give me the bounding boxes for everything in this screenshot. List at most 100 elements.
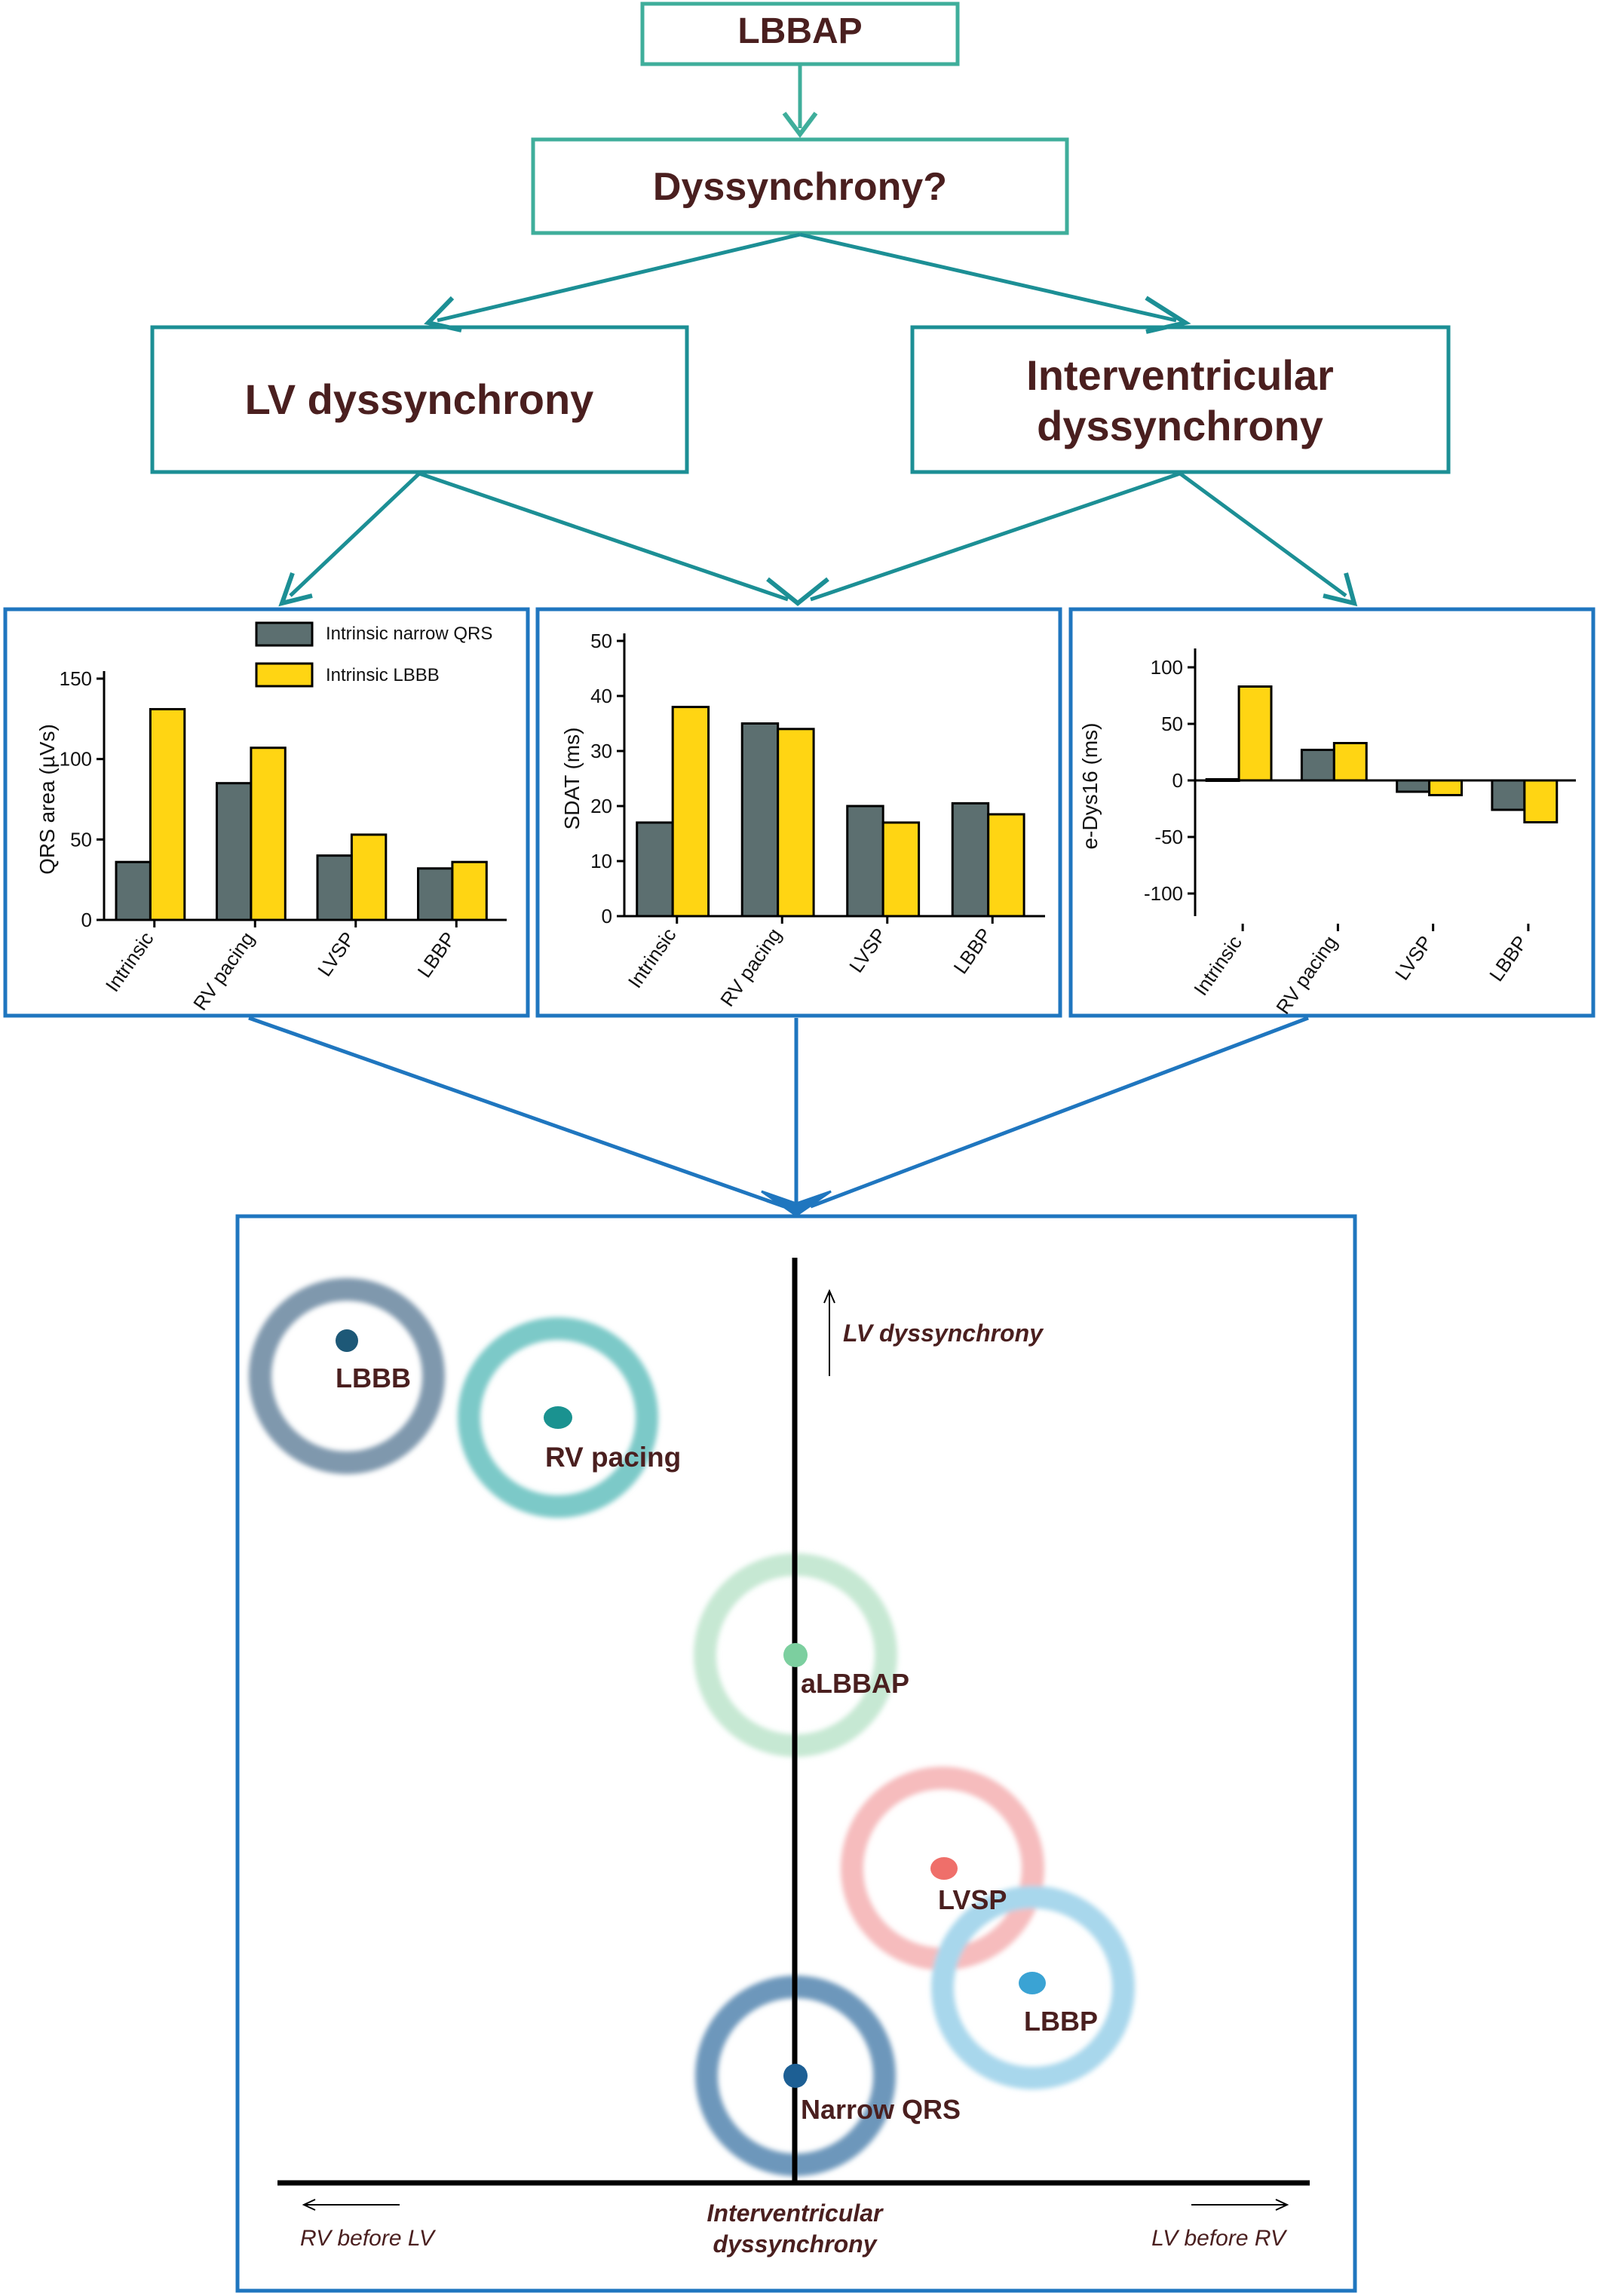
y-tick-label: 0	[602, 905, 612, 927]
arrow-lv-to-chart1	[289, 472, 421, 597]
label-lbbp: LBBP	[1024, 2006, 1098, 2037]
bar-lvsp-s1	[881, 821, 921, 918]
bar-lbbp-s1	[451, 860, 488, 921]
bar-lvsp-s0	[1396, 779, 1431, 793]
map-left-label: RV before LV	[300, 2226, 437, 2251]
box-question-label: Dyssynchrony?	[653, 165, 947, 209]
dot-lbbp	[1019, 1972, 1046, 1994]
bar-intrinsic-s1	[149, 708, 186, 921]
bar-intrinsic-s0	[115, 860, 152, 921]
y-tick-label: 30	[590, 740, 612, 762]
bar-intrinsic-s0	[1205, 778, 1240, 782]
y-tick-label: 20	[590, 795, 612, 817]
legend-label-narrow-qrs: Intrinsic narrow QRS	[326, 624, 492, 644]
box-lv-dyssynchrony: LV dyssynchrony	[150, 325, 689, 474]
left-arrowhead-icon	[302, 2199, 316, 2211]
y-tick-label: 50	[1161, 713, 1183, 735]
y-tick-label: -100	[1144, 882, 1183, 905]
arrowhead-inter	[1145, 296, 1191, 334]
arrow-inter-to-chart3	[1179, 471, 1347, 598]
legend-swatch-narrow-qrs	[255, 621, 314, 647]
y-tick-label: 10	[590, 850, 612, 872]
box-lbbap: LBBAP	[640, 2, 960, 66]
y-tick-label: 50	[590, 630, 612, 652]
y-tick-label: 0	[81, 909, 92, 931]
right-arrowhead-icon	[1275, 2199, 1289, 2211]
arrow-inter-to-chart2	[810, 471, 1181, 602]
y-tick-label: 40	[590, 685, 612, 707]
legend-label-lbbb: Intrinsic LBBB	[326, 665, 440, 685]
y-tick-label: 50	[70, 828, 92, 851]
arrowhead-chart3	[1323, 572, 1358, 607]
bar-lbbp-s0	[951, 802, 990, 918]
label-albbap: aLBBAP	[801, 1668, 909, 1699]
label-lbbb: LBBB	[336, 1363, 411, 1393]
bar-lbbp-s1	[987, 813, 1025, 918]
y-tick-label: 100	[1151, 656, 1183, 679]
box-lbbap-label: LBBAP	[737, 11, 862, 51]
bar-rv-pacing-s0	[740, 722, 780, 918]
arrowhead-chart2	[766, 577, 829, 606]
dot-lbbb	[336, 1329, 358, 1352]
arrowhead-chart1	[278, 572, 313, 607]
chart-panel-edys16	[1068, 607, 1595, 1018]
chart1-legend: Intrinsic narrow QRS Intrinsic LBBB	[255, 621, 492, 688]
box-interventricular-dyssynchrony: Interventricular dyssynchrony	[910, 325, 1451, 474]
bar-lvsp-s0	[316, 854, 353, 921]
y-tick-label: 0	[1172, 769, 1183, 792]
arrow-question-to-inter	[799, 232, 1177, 323]
y-tick-label: 150	[60, 667, 92, 690]
bar-lbbp-s0	[417, 867, 454, 921]
bar-lbbp-s1	[1523, 779, 1559, 823]
arrow-chart1-to-map	[248, 1016, 785, 1209]
arrowhead-question	[782, 112, 818, 138]
map-y-axis-label: LV dyssynchrony	[843, 1320, 1044, 1347]
dot-albbap	[783, 1643, 808, 1667]
box-dyssynchrony-question: Dyssynchrony?	[531, 137, 1069, 235]
bar-intrinsic-s0	[636, 821, 674, 918]
bar-lvsp-s1	[350, 833, 388, 921]
lv-dyssynchrony-arrowhead-icon	[823, 1289, 835, 1304]
label-narrow-qrs: Narrow QRS	[801, 2094, 961, 2125]
dot-lvsp	[930, 1857, 958, 1880]
map-x-axis-label-line1: Interventricular	[707, 2199, 884, 2227]
box-lv-label: LV dyssynchrony	[245, 376, 594, 423]
arrowhead-lv	[424, 296, 462, 333]
bar-intrinsic-s1	[671, 706, 710, 918]
arrow-question-to-lv	[437, 232, 801, 323]
bar-intrinsic-s1	[1237, 685, 1273, 782]
bar-lbbp-s0	[1491, 779, 1526, 811]
bar-rv-pacing-s1	[250, 746, 287, 921]
dyssynchrony-map: LV dyssynchrony LBBB RV pacing aLBBAP LV…	[249, 1258, 1310, 2258]
ring-lbbp	[931, 1886, 1135, 2089]
y-axis-label: QRS area (µVs)	[35, 724, 59, 875]
bar-lvsp-s0	[846, 805, 884, 918]
bar-rv-pacing-s0	[216, 782, 253, 921]
y-axis-label: e-Dys16 (ms)	[1078, 722, 1102, 849]
y-axis-label: SDAT (ms)	[560, 728, 584, 830]
ring-lbbb	[249, 1278, 445, 1474]
y-tick-label: 100	[60, 748, 92, 771]
bar-rv-pacing-s1	[1332, 742, 1368, 782]
box-inter-label-line2: dyssynchrony	[1037, 402, 1323, 449]
flow-arrows-teal	[278, 65, 1358, 607]
map-x-axis-label-line2: dyssynchrony	[713, 2230, 878, 2258]
y-tick-label: -50	[1154, 826, 1183, 848]
arrow-chart3-to-map	[810, 1016, 1309, 1209]
legend-swatch-lbbb	[255, 662, 314, 688]
arrowhead-map	[761, 1190, 832, 1217]
dot-narrow-qrs	[783, 2064, 808, 2088]
bar-lvsp-s1	[1428, 779, 1463, 796]
label-rv-pacing: RV pacing	[545, 1442, 681, 1473]
label-lvsp: LVSP	[938, 1884, 1007, 1915]
map-right-label: LV before RV	[1151, 2226, 1288, 2251]
bar-rv-pacing-s0	[1300, 749, 1335, 782]
dot-rv-pacing	[544, 1406, 572, 1429]
box-inter-label-line1: Interventricular	[1026, 351, 1334, 399]
arrow-lv-to-chart2	[418, 471, 789, 602]
flow-arrows-blue	[248, 1016, 1309, 1217]
bar-rv-pacing-s1	[777, 728, 815, 918]
ring-rv-pacing	[458, 1317, 658, 1518]
